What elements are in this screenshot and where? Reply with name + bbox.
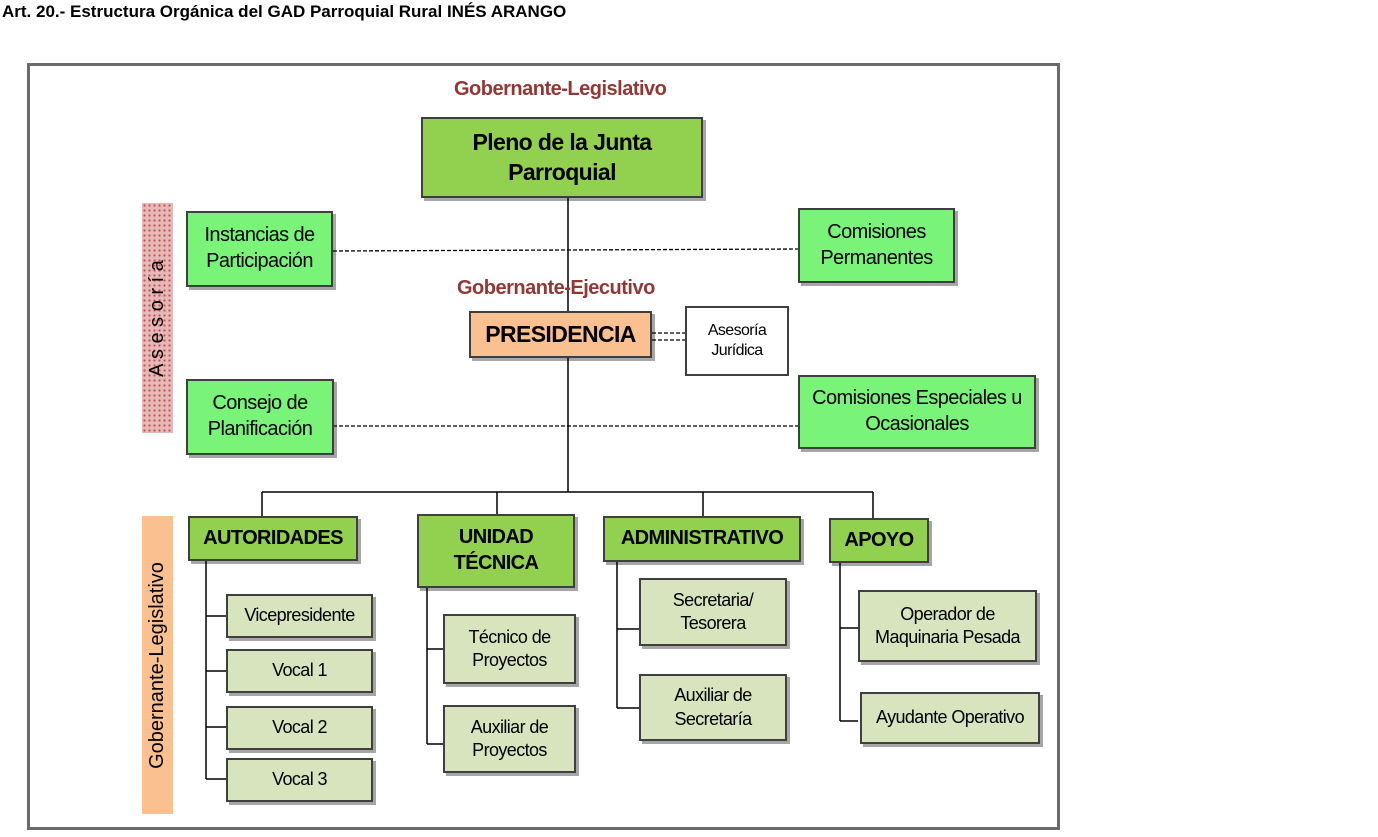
gobernante-legislativo-side-label: Gobernante-Legislativo [142, 516, 173, 814]
asesoria-side-label: A s e s o r í a [142, 203, 173, 433]
node-operador-maquinaria: Operador de Maquinaria Pesada [858, 590, 1037, 662]
dept-autoridades: AUTORIDADES [188, 516, 358, 561]
asesoria-label-text: A s e s o r í a [146, 259, 168, 377]
node-ayudante-operativo: Ayudante Operativo [860, 692, 1040, 744]
node-vocal-1: Vocal 1 [226, 649, 373, 693]
node-vocal-3: Vocal 3 [226, 758, 373, 802]
node-tecnico-proyectos: Técnico de Proyectos [443, 614, 576, 684]
node-pleno: Pleno de la Junta Parroquial [421, 117, 703, 198]
section-label-legislativo: Gobernante-Legislativo [454, 78, 667, 100]
dashed-line-asesoria-top [332, 248, 799, 252]
node-auxiliar-proyectos: Auxiliar de Proyectos [443, 705, 576, 773]
dept-administrativo: ADMINISTRATIVO [603, 516, 801, 562]
gobernante-legislativo-label-text: Gobernante-Legislativo [146, 561, 169, 769]
node-comisiones-especiales: Comisiones Especiales u Ocasionales [798, 375, 1036, 449]
section-label-ejecutivo: Gobernante-Ejecutivo [457, 277, 655, 299]
org-chart-frame [27, 63, 1060, 830]
node-vocal-2: Vocal 2 [226, 706, 373, 750]
node-auxiliar-secretaria: Auxiliar de Secretaría [639, 674, 787, 741]
page-title: Art. 20.- Estructura Orgánica del GAD Pa… [2, 2, 567, 21]
node-presidencia: PRESIDENCIA [469, 311, 652, 358]
node-comisiones-permanentes: Comisiones Permanentes [798, 208, 955, 283]
node-instancias: Instancias de Participación [186, 211, 333, 287]
node-vicepresidente: Vicepresidente [226, 594, 373, 638]
dept-apoyo: APOYO [829, 518, 929, 563]
node-secretaria-tesorera: Secretaria/ Tesorera [639, 578, 787, 646]
node-consejo: Consejo de Planificación [186, 379, 334, 455]
dept-unidad-tecnica: UNIDAD TÉCNICA [417, 514, 575, 588]
node-asesoria-juridica: Asesoría Jurídica [685, 306, 789, 376]
